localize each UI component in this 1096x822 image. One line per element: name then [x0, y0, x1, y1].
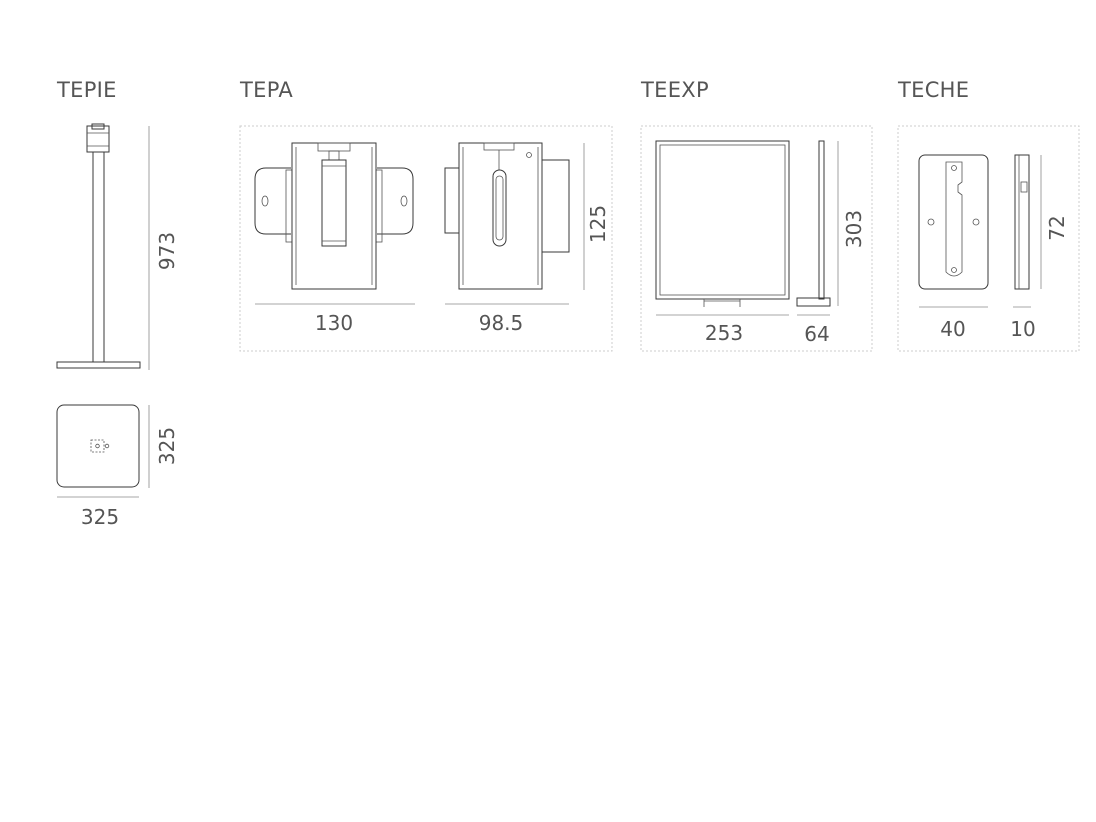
teche-group: TECHE 40 10 72	[897, 78, 1080, 352]
tepa-height-label: 125	[586, 205, 610, 243]
tepie-height-label: 973	[155, 232, 179, 270]
tepa-group: TEPA 130	[239, 78, 613, 352]
teexp-depth-label: 64	[804, 322, 829, 346]
teche-frame	[897, 125, 1080, 352]
tepa-frame	[239, 125, 613, 352]
tepa-side-width-label: 98.5	[479, 311, 524, 335]
teexp-title: TEEXP	[640, 78, 709, 102]
tepie-title: TEPIE	[56, 78, 117, 102]
tepa-side-view	[444, 142, 570, 290]
teche-front-view	[918, 154, 989, 290]
teche-side-view	[1014, 154, 1030, 290]
tepa-front-width-label: 130	[315, 311, 353, 335]
tepie-group: TEPIE 973 325 325	[56, 78, 179, 529]
teexp-height-label: 303	[842, 210, 866, 248]
tepie-base-top-view	[56, 404, 140, 488]
tepa-title: TEPA	[239, 78, 293, 102]
teche-width-label: 40	[940, 317, 965, 341]
tepie-side-view	[56, 123, 141, 369]
teexp-width-label: 253	[705, 321, 743, 345]
tepie-base-depth-label: 325	[155, 427, 179, 465]
teche-title: TECHE	[897, 78, 969, 102]
tepa-front-view	[254, 142, 414, 290]
teexp-group: TEEXP 253 64 303	[640, 78, 873, 352]
tepie-base-width-label: 325	[81, 505, 119, 529]
teexp-side-view	[796, 140, 831, 307]
teche-depth-label: 10	[1010, 317, 1035, 341]
teexp-frame	[640, 125, 873, 352]
teche-height-label: 72	[1045, 215, 1069, 240]
teexp-front-view	[655, 140, 790, 307]
